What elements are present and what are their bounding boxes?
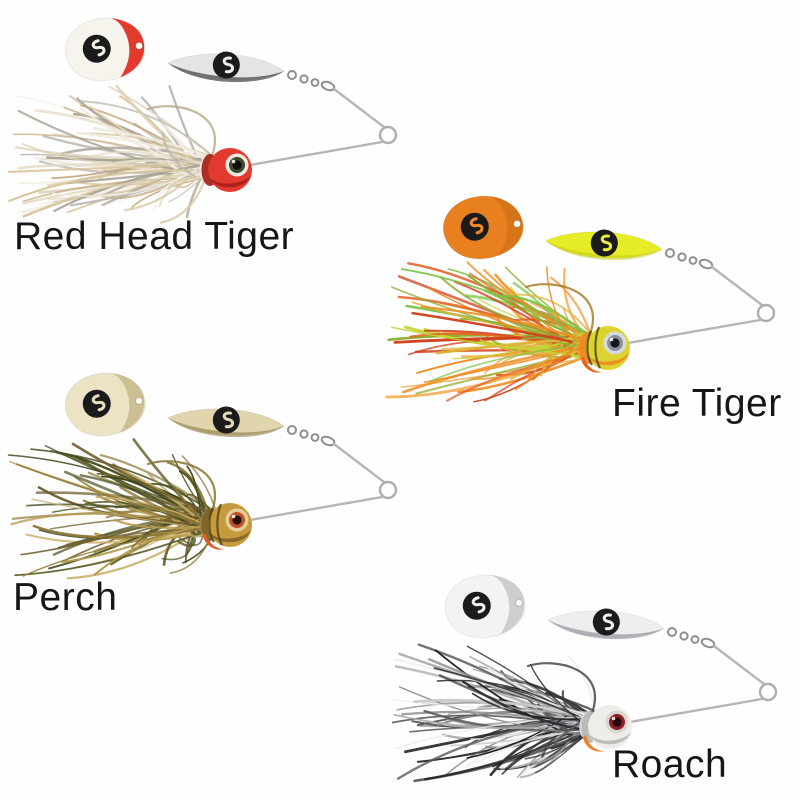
brand-logo-icon bbox=[460, 212, 489, 241]
head-chin bbox=[583, 735, 604, 752]
eye bbox=[603, 331, 627, 355]
swivel bbox=[287, 425, 336, 447]
head-chin bbox=[581, 356, 602, 373]
head bbox=[201, 503, 252, 550]
brand-logo-icon bbox=[590, 229, 618, 257]
brand-logo-icon bbox=[212, 51, 240, 79]
hook bbox=[526, 662, 596, 715]
hook bbox=[146, 460, 216, 513]
swivel bbox=[287, 70, 336, 92]
wire-arm bbox=[248, 442, 398, 522]
wire-arm bbox=[628, 644, 778, 724]
skirt bbox=[385, 261, 598, 403]
head-chin bbox=[203, 533, 224, 550]
hook bbox=[524, 283, 594, 336]
line-tie-loop bbox=[756, 303, 776, 323]
colorado-blade bbox=[64, 372, 146, 437]
line-tie-loop bbox=[378, 480, 398, 500]
eye bbox=[225, 153, 249, 177]
brand-logo-icon bbox=[592, 608, 620, 636]
rivet-hole bbox=[135, 396, 144, 405]
eye bbox=[605, 710, 629, 734]
skirt bbox=[8, 84, 219, 224]
colorado-blade bbox=[442, 195, 524, 260]
lure-label-red-head-tiger: Red Head Tiger bbox=[14, 215, 295, 258]
hook bbox=[146, 105, 216, 158]
skirt-collar bbox=[577, 333, 591, 359]
line-tie-loop bbox=[378, 125, 398, 145]
head bbox=[579, 326, 630, 373]
rivet-hole bbox=[135, 41, 144, 50]
brand-logo-icon bbox=[82, 34, 111, 63]
lure-label-perch: Perch bbox=[13, 576, 118, 619]
brand-logo-icon bbox=[212, 406, 240, 434]
lure-photo-red-head-tiger bbox=[0, 8, 410, 240]
brand-logo-icon bbox=[82, 389, 111, 418]
lure-label-roach: Roach bbox=[612, 743, 728, 786]
lure-photo-roach bbox=[380, 565, 790, 797]
willow-blade bbox=[166, 406, 286, 438]
line-tie-loop bbox=[758, 682, 778, 702]
skirt bbox=[390, 643, 600, 783]
willow-blade bbox=[544, 229, 664, 261]
colorado-blade bbox=[64, 17, 146, 82]
head bbox=[201, 148, 252, 192]
swivel bbox=[665, 248, 714, 270]
spinnerbait-illustration bbox=[390, 574, 778, 783]
swivel bbox=[667, 627, 716, 649]
spinnerbait-illustration bbox=[7, 372, 398, 580]
eye bbox=[225, 508, 249, 532]
wire-arm bbox=[626, 265, 776, 345]
rivet-hole bbox=[515, 598, 524, 607]
rivet-hole bbox=[513, 219, 522, 228]
skirt bbox=[7, 438, 220, 580]
wire-arm bbox=[248, 87, 398, 167]
spinnerbait-illustration bbox=[8, 17, 398, 224]
lure-photo-perch bbox=[0, 363, 410, 595]
skirt-collar bbox=[199, 155, 213, 181]
colorado-blade bbox=[444, 574, 526, 639]
skirt-collar bbox=[579, 712, 593, 738]
lure-label-fire-tiger: Fire Tiger bbox=[612, 382, 782, 425]
brand-logo-icon bbox=[462, 591, 491, 620]
skirt-collar bbox=[199, 510, 213, 536]
willow-blade bbox=[166, 51, 286, 83]
willow-blade bbox=[546, 608, 666, 640]
